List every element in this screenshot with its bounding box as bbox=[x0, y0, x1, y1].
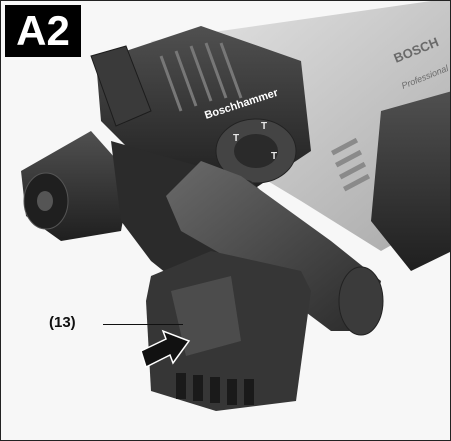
mode-symbol-3: T bbox=[271, 151, 277, 162]
mode-symbol-1: T bbox=[233, 133, 239, 144]
auxiliary-handle bbox=[166, 161, 381, 331]
housing-ribs bbox=[159, 42, 243, 112]
housing-vents bbox=[331, 137, 371, 192]
mode-symbol-2: T bbox=[261, 121, 267, 132]
handle-end-cap bbox=[338, 266, 384, 336]
push-arrow-icon bbox=[140, 329, 191, 369]
battery-fins bbox=[176, 373, 254, 405]
callout-label: (13) bbox=[49, 314, 76, 331]
callout-leader-line bbox=[103, 324, 183, 325]
battery-release-button bbox=[171, 276, 241, 356]
figure-label: A2 bbox=[5, 5, 81, 57]
lock-lever bbox=[90, 45, 152, 127]
rear-handle bbox=[371, 91, 450, 271]
